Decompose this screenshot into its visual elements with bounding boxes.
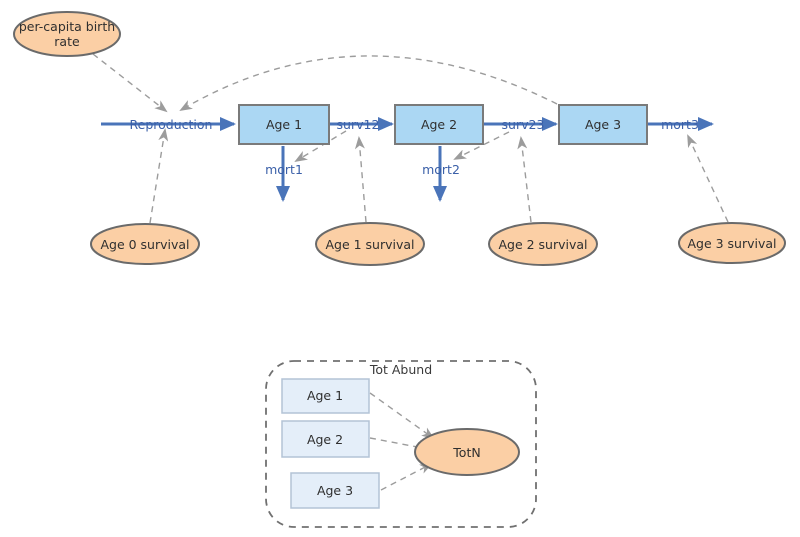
group-item-age3-label: Age 3	[317, 483, 353, 498]
influence-age3survival-to-mort3	[687, 134, 729, 223]
variable-age0-survival-label: Age 0 survival	[100, 237, 189, 252]
stock-age1[interactable]	[238, 104, 330, 145]
group-item-age2[interactable]	[281, 420, 370, 458]
stock-age1-label: Age 1	[266, 117, 302, 132]
variable-per-capita-birth-rate[interactable]	[13, 11, 121, 57]
stock-age3-label: Age 3	[585, 117, 621, 132]
variable-age2-survival-label: Age 2 survival	[498, 237, 587, 252]
group-item-age1-label: Age 1	[307, 388, 343, 403]
variable-age1-survival[interactable]	[315, 222, 425, 266]
variable-age1-survival-label: Age 1 survival	[325, 237, 414, 252]
tot-abund-group-title: Tot Abund	[369, 362, 432, 377]
variable-age3-survival-label: Age 3 survival	[687, 236, 776, 251]
flow-label-mort1: mort1	[265, 162, 303, 177]
influence-group-age3-to-totn	[380, 463, 433, 491]
flow-label-reproduction: Reproduction	[130, 117, 213, 132]
flow-label-mort3: mort3	[661, 117, 699, 132]
flow-arrows	[101, 117, 714, 202]
tot-abund-group: Tot Abund Age 1 Age 2 Age 3 TotN	[265, 360, 537, 528]
variable-age2-survival[interactable]	[488, 222, 598, 266]
variable-age3-survival[interactable]	[678, 222, 786, 264]
influence-age1survival-to-surv12	[354, 136, 367, 223]
group-item-age2-label: Age 2	[307, 432, 343, 447]
influence-age1survival-to-mort1	[294, 130, 347, 163]
stock-age3[interactable]	[558, 104, 648, 145]
tot-abund-group-border	[265, 360, 537, 528]
influence-age2survival-to-surv23	[517, 136, 532, 223]
flow-label-surv12: surv12	[337, 117, 380, 132]
variable-age0-survival[interactable]	[90, 223, 200, 265]
influence-arrows	[92, 53, 729, 224]
flow-label-mort2: mort2	[422, 162, 460, 177]
stock-age2-label: Age 2	[421, 117, 457, 132]
stock-nodes: Age 1 Age 2 Age 3	[238, 104, 648, 145]
variable-per-capita-birth-rate-label-line1: per-capita birth	[19, 19, 115, 34]
variable-totn-label: TotN	[452, 445, 480, 460]
variable-nodes: per-capita birth rate Age 0 survival Age…	[13, 11, 786, 266]
stock-age2[interactable]	[394, 104, 484, 145]
group-item-age3[interactable]	[290, 472, 380, 509]
group-item-age1[interactable]	[281, 378, 370, 414]
influence-age0survival-to-reproduction	[149, 128, 169, 224]
flow-label-surv23: surv23	[502, 117, 545, 132]
influence-birthrate-to-reproduction	[92, 53, 168, 113]
variable-per-capita-birth-rate-label-line2: rate	[54, 34, 80, 49]
influence-age3-to-reproduction-arc	[179, 55, 558, 112]
flow-labels: Reproduction surv12 surv23 mort3 mort1 m…	[130, 117, 699, 177]
variable-totn[interactable]	[414, 428, 520, 476]
influence-group-age1-to-totn	[369, 392, 435, 440]
